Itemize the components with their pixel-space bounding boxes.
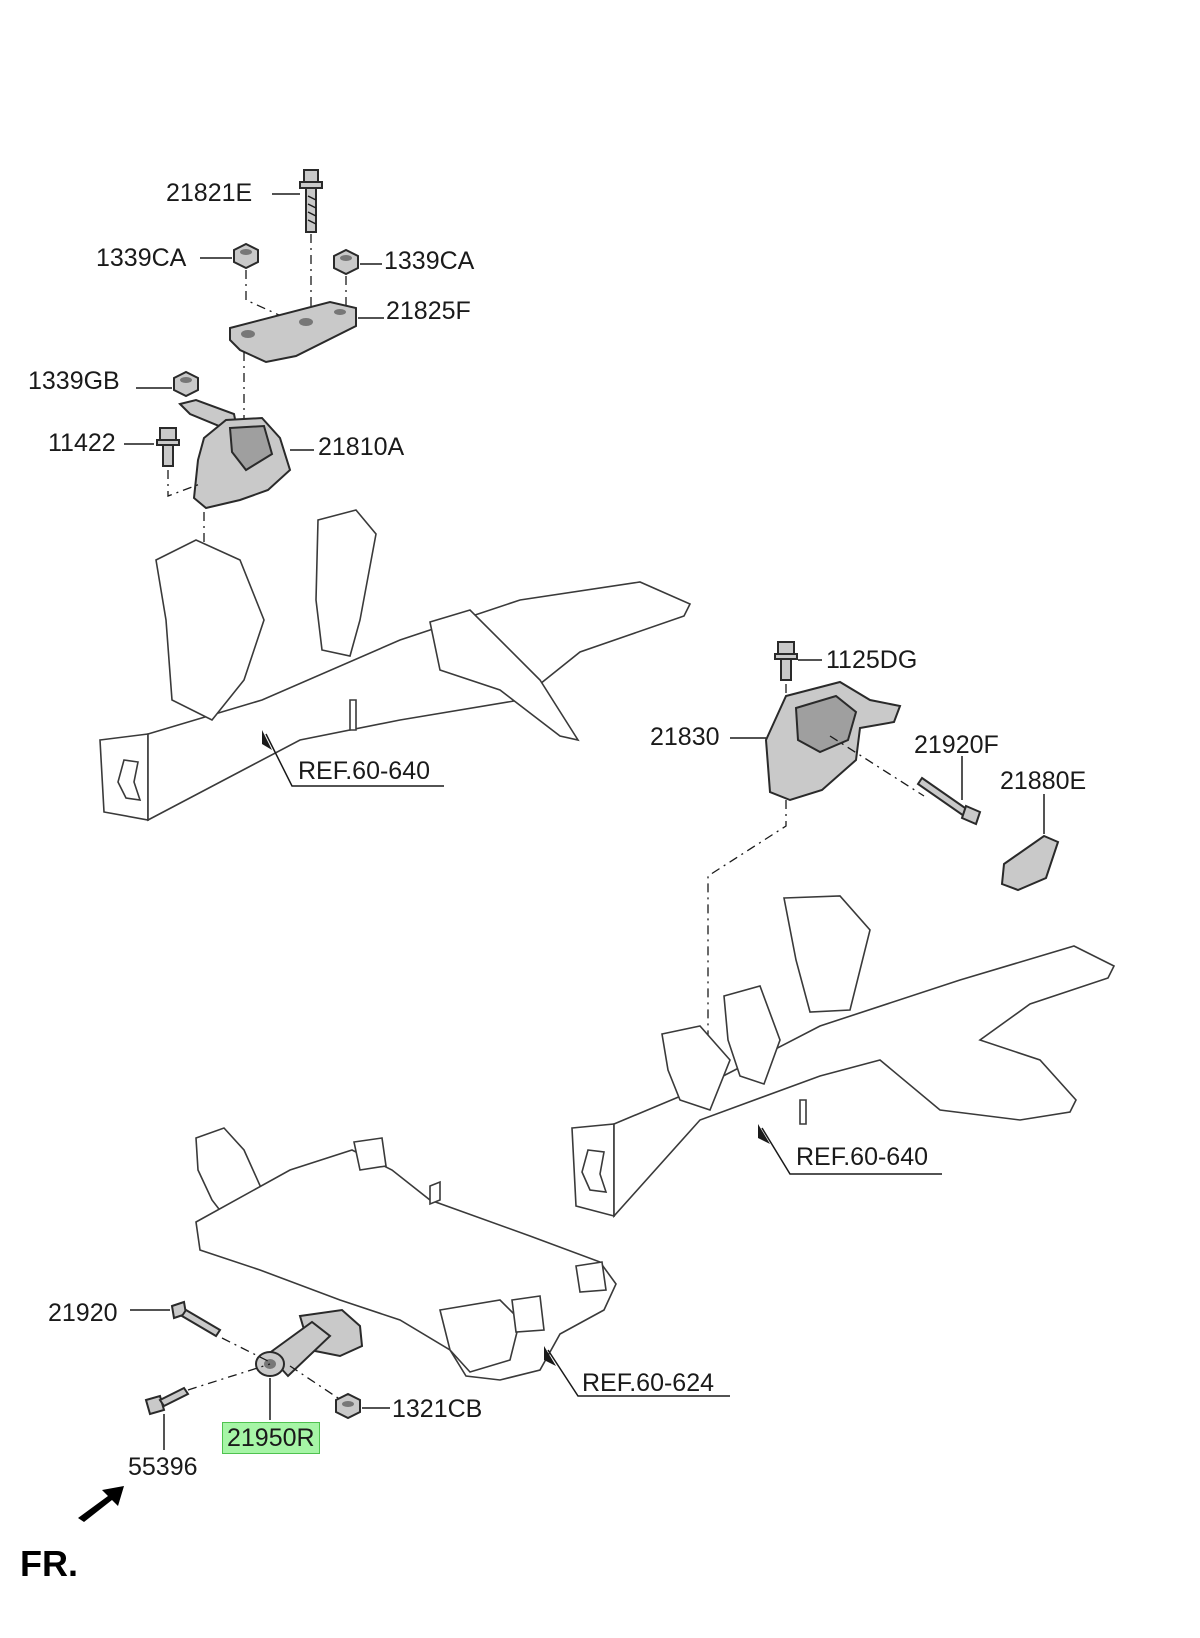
label-21821E: 21821E bbox=[166, 179, 253, 207]
label-21920F: 21920F bbox=[914, 731, 999, 759]
front-direction-label: FR. bbox=[20, 1543, 78, 1584]
label-1125DG: 1125DG bbox=[826, 646, 918, 674]
leader-ref-lower bbox=[547, 1349, 730, 1397]
label-1339CA-right: 1339CA bbox=[384, 247, 475, 275]
front-arrow-icon bbox=[78, 1486, 124, 1522]
bolt-21920F bbox=[916, 776, 982, 826]
nut-1321CB bbox=[335, 1392, 361, 1420]
nut-1339CA-right bbox=[333, 248, 359, 276]
label-21825F: 21825F bbox=[386, 297, 471, 325]
bracket-21880E bbox=[1000, 834, 1060, 892]
body-frame-middle bbox=[571, 895, 1116, 1219]
bolt-21821E bbox=[299, 169, 323, 233]
leader-ref-upper bbox=[265, 733, 444, 787]
subframe bbox=[195, 1127, 617, 1381]
nut-1339CA-left bbox=[233, 242, 259, 270]
label-1339GB: 1339GB bbox=[28, 367, 120, 395]
label-21830: 21830 bbox=[650, 723, 720, 751]
label-21810A: 21810A bbox=[318, 433, 405, 461]
nut-1339GB bbox=[173, 370, 199, 398]
label-ref-lower: REF.60-624 bbox=[582, 1369, 715, 1397]
label-ref-upper: REF.60-640 bbox=[298, 757, 431, 785]
bolt-1125DG bbox=[774, 641, 798, 681]
roll-rod-21950R bbox=[255, 1308, 364, 1378]
label-21880E: 21880E bbox=[1000, 767, 1087, 795]
bolt-21920 bbox=[170, 1300, 222, 1338]
label-21950R-highlighted[interactable]: 21950R bbox=[222, 1422, 320, 1454]
leader-ref-mid bbox=[761, 1127, 942, 1175]
label-1339CA-left: 1339CA bbox=[96, 244, 187, 272]
label-11422: 11422 bbox=[48, 429, 116, 457]
label-21920: 21920 bbox=[48, 1299, 118, 1327]
bolt-11422 bbox=[156, 427, 180, 467]
bolt-55396 bbox=[144, 1386, 190, 1416]
label-1321CB: 1321CB bbox=[392, 1395, 483, 1423]
mount-21830 bbox=[764, 680, 902, 802]
body-frame-upper bbox=[99, 509, 692, 822]
label-ref-mid: REF.60-640 bbox=[796, 1143, 929, 1171]
mount-21810A bbox=[178, 398, 292, 510]
bracket-21825F bbox=[229, 300, 357, 364]
label-55396: 55396 bbox=[128, 1453, 198, 1481]
